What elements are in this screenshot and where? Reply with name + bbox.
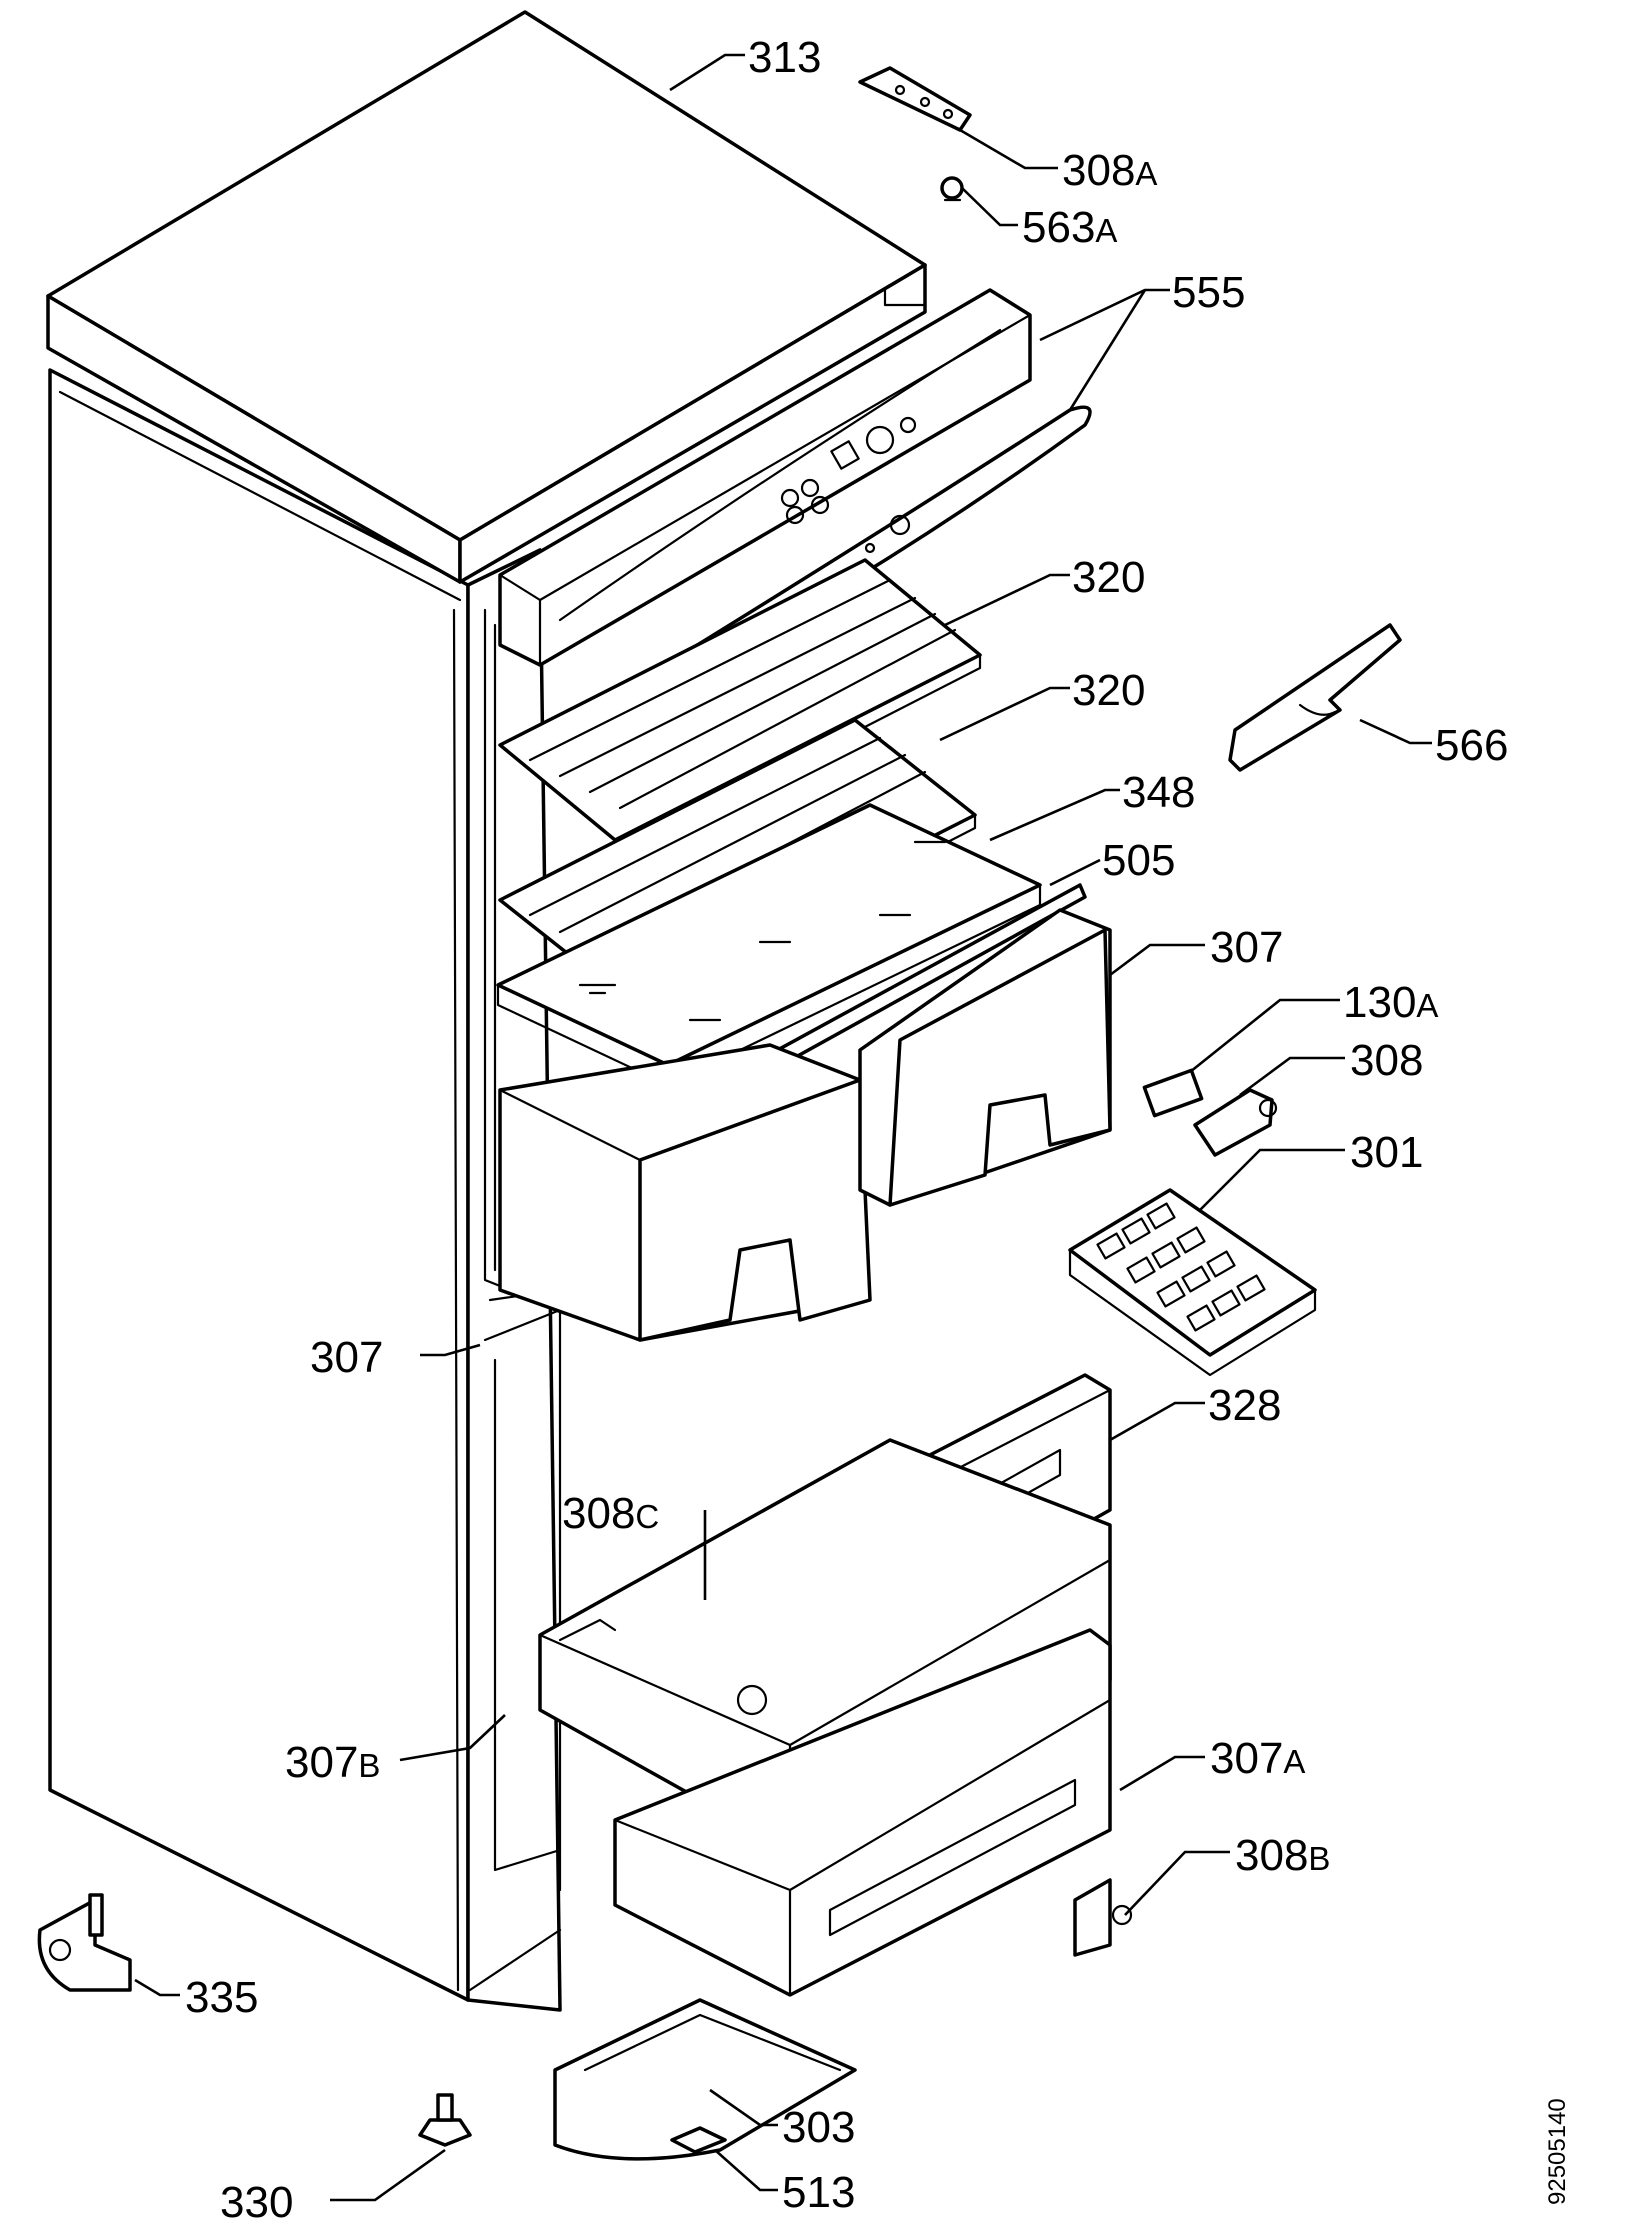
callout-301: 301	[1350, 1128, 1423, 1177]
control-panel-555	[498, 288, 1032, 667]
hinge-308	[1193, 1088, 1278, 1157]
base-plinth-303	[553, 1998, 857, 2161]
callout-308c: 308C	[562, 1489, 659, 1538]
plinth-clip-513	[670, 2126, 727, 2154]
cabinet-body	[48, 368, 562, 2012]
callout-307-right: 307	[1210, 923, 1283, 972]
callout-513: 513	[782, 2168, 855, 2217]
callout-303: 303	[782, 2103, 855, 2152]
hinge-335	[37, 1893, 132, 1992]
screw-563a	[940, 176, 964, 202]
callout-320-upper: 320	[1072, 553, 1145, 602]
door-handle-566	[1228, 623, 1402, 772]
freezer-drawer-307-right	[858, 908, 1112, 1207]
callout-308: 308	[1350, 1036, 1423, 1085]
document-number: 92505140	[1544, 2098, 1571, 2205]
callout-335: 335	[185, 1973, 258, 2022]
callout-307b: 307B	[285, 1738, 380, 1787]
top-hinge-308a	[858, 66, 972, 132]
callout-labels: 313 308A 563A 555 320 320 566 348 505 30…	[185, 33, 1508, 2227]
adjustable-foot-330	[418, 2093, 472, 2147]
callout-328: 328	[1208, 1381, 1281, 1430]
callout-555: 555	[1172, 268, 1245, 317]
callout-307a: 307A	[1210, 1734, 1305, 1783]
callout-330: 330	[220, 2178, 293, 2227]
callout-130a: 130A	[1343, 978, 1438, 1027]
top-cover-313	[46, 10, 927, 584]
freezer-basket-307a	[613, 1628, 1112, 1997]
callout-308a: 308A	[1062, 146, 1157, 195]
drawer-hinge-308b	[1073, 1878, 1133, 1957]
callout-566: 566	[1435, 721, 1508, 770]
callout-308b: 308B	[1235, 1831, 1330, 1880]
freezer-drawer-307-left	[498, 1043, 872, 1342]
callout-505: 505	[1102, 836, 1175, 885]
ice-cube-tray-301	[1068, 1188, 1317, 1377]
callout-563a: 563A	[1022, 203, 1117, 252]
callout-313: 313	[748, 33, 821, 82]
callout-307-left: 307	[310, 1333, 383, 1382]
leader-lines	[134, 53, 1432, 2202]
callout-348: 348	[1122, 768, 1195, 817]
callout-320-lower: 320	[1072, 666, 1145, 715]
hinge-cover-130a	[1142, 1068, 1204, 1118]
